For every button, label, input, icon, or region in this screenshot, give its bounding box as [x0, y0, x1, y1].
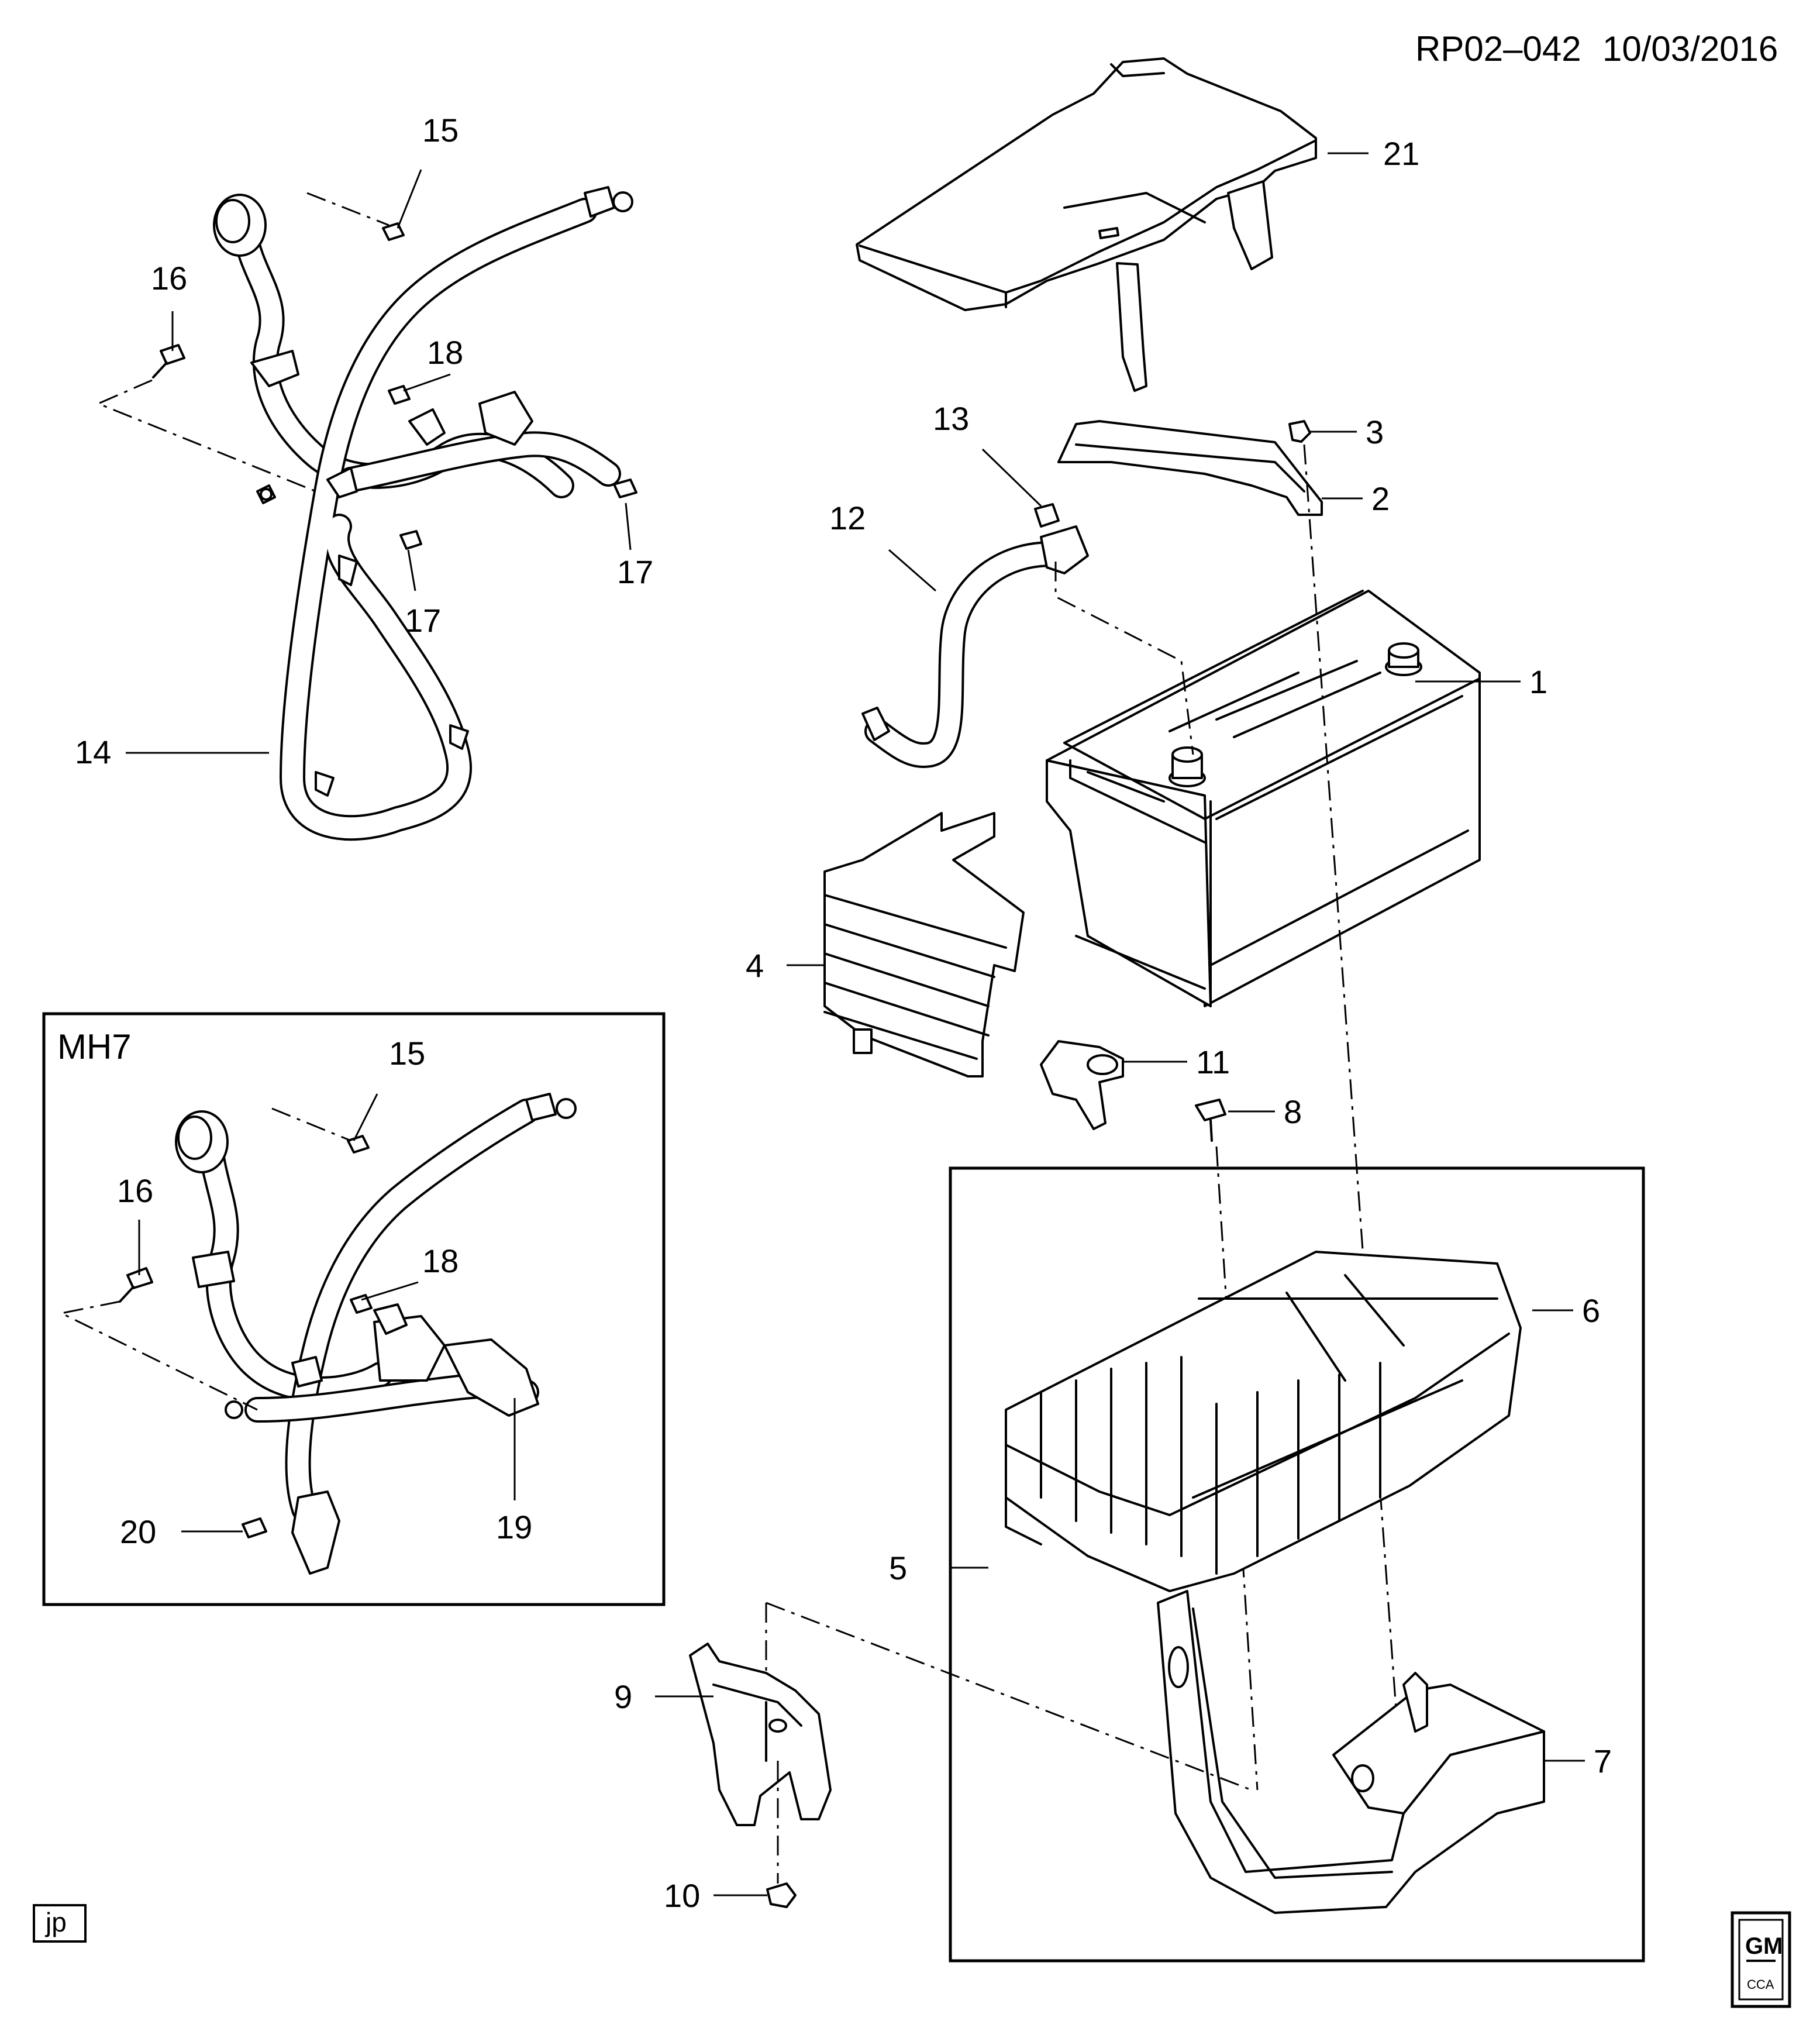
inset-title: MH7	[57, 1027, 132, 1066]
callout-5: 5	[889, 1550, 907, 1586]
inset-callout-18: 18	[422, 1242, 459, 1279]
callout-7: 7	[1594, 1743, 1612, 1779]
battery-cover-part-21	[856, 57, 1317, 392]
bolt-part-13	[1034, 503, 1060, 528]
terminal-part-11	[1040, 1040, 1124, 1130]
callout-3: 3	[1366, 414, 1384, 450]
hold-down-bar-part-2	[1057, 420, 1323, 516]
callout-17-left: 17	[405, 602, 441, 639]
assembly-lines-top	[1054, 444, 1405, 1814]
callout-18: 18	[427, 334, 463, 371]
callout-6: 6	[1582, 1292, 1600, 1329]
gm-logo-mark: GM	[1745, 1933, 1783, 1959]
gm-logo-sub: CCA	[1747, 1977, 1774, 1992]
callout-2: 2	[1371, 480, 1390, 517]
support-bracket-part-9	[689, 1643, 832, 1826]
callout-4: 4	[746, 947, 764, 984]
diagram-reference: RP02–042	[1415, 29, 1581, 68]
callout-10: 10	[664, 1877, 700, 1914]
inset-box	[42, 1012, 666, 1606]
assembly-lines-inset	[58, 1107, 351, 1411]
callout-11: 11	[1196, 1044, 1230, 1080]
callout-21: 21	[1383, 135, 1419, 172]
jp-tag: jp	[44, 1907, 67, 1937]
callout-15: 15	[422, 112, 459, 149]
callout-12: 12	[829, 500, 866, 536]
jp-tag-box	[33, 1904, 87, 1943]
inset-cable-mh7	[175, 1093, 577, 1575]
nut-part-3	[1288, 420, 1311, 443]
battery-part-1	[1046, 590, 1481, 1007]
bracket-part-7	[1157, 1590, 1545, 1914]
fasteners-main	[152, 222, 637, 550]
battery-tray-part-6	[1005, 1251, 1522, 1592]
assembly-lines-main	[96, 192, 389, 493]
gm-logo: GM CCA	[1731, 1911, 1791, 2008]
diagram-date: 10/03/2016	[1602, 29, 1778, 68]
callout-leaders	[126, 152, 1585, 1896]
inset-callout-19: 19	[496, 1509, 532, 1545]
callout-8: 8	[1284, 1093, 1302, 1130]
heat-shield-part-4	[823, 812, 1025, 1077]
callout-1: 1	[1529, 663, 1547, 700]
callout-13: 13	[933, 400, 969, 437]
negative-cable-part-12	[861, 525, 1089, 768]
inset-callout-15: 15	[389, 1035, 425, 1072]
callout-9: 9	[614, 1678, 632, 1715]
inset-callout-20: 20	[120, 1513, 156, 1550]
callout-16: 16	[151, 260, 187, 297]
inset-callout-16: 16	[117, 1172, 153, 1209]
positive-cable-part-14	[213, 186, 633, 841]
assembly-box-part-5	[949, 1166, 1645, 1963]
assembly-lines-bottom	[765, 1602, 1252, 1884]
nut-part-10	[766, 1882, 797, 1908]
callout-17-right: 17	[617, 553, 653, 590]
bolt-part-8	[1195, 1099, 1226, 1142]
callout-14: 14	[75, 734, 111, 770]
callout-labels: 21 3 2 1 13 12 4 11 8 6 5 7 9 10 15 16 1…	[75, 112, 1612, 1914]
